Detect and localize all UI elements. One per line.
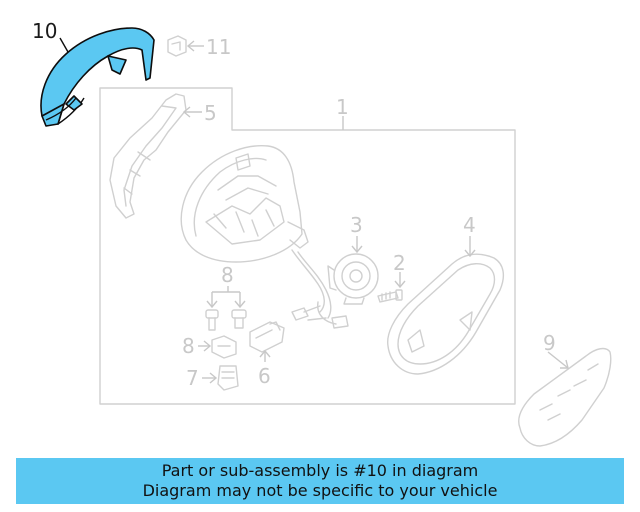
part-5-turn-lamp [109,93,202,219]
banner-line-2: Diagram may not be specific to your vehi… [142,481,498,500]
part-11-clip [167,35,204,57]
banner-line-1: Part or sub-assembly is #10 in diagram [161,461,479,480]
callout-3[interactable]: 3 [350,213,363,237]
part-2-screw [377,272,406,303]
callout-8-side[interactable]: 8 [182,334,195,358]
callout-7[interactable]: 7 [186,366,199,390]
part-3-actuator [327,236,379,305]
callout-10[interactable]: 10 [32,19,57,43]
part-4-glass-holder [387,236,505,375]
part-1-mirror-housing [180,145,349,329]
part-8-fasteners [198,286,247,359]
callout-5[interactable]: 5 [204,101,217,125]
callout-11[interactable]: 11 [206,35,231,59]
callout-6[interactable]: 6 [258,364,271,388]
info-banner: Part or sub-assembly is #10 in diagram D… [16,458,624,504]
callout-9[interactable]: 9 [543,331,556,355]
part-10-mirror-cover[interactable] [40,27,155,127]
part-7-connector [202,365,239,391]
part-9-mirror-glass [518,347,612,447]
part-6-module [249,321,285,362]
callout-10-leader [59,37,69,53]
callout-4[interactable]: 4 [463,213,476,237]
assembly-box [99,87,516,405]
callout-1[interactable]: 1 [336,95,349,119]
callout-8-top[interactable]: 8 [221,263,234,287]
callout-2[interactable]: 2 [393,251,406,275]
